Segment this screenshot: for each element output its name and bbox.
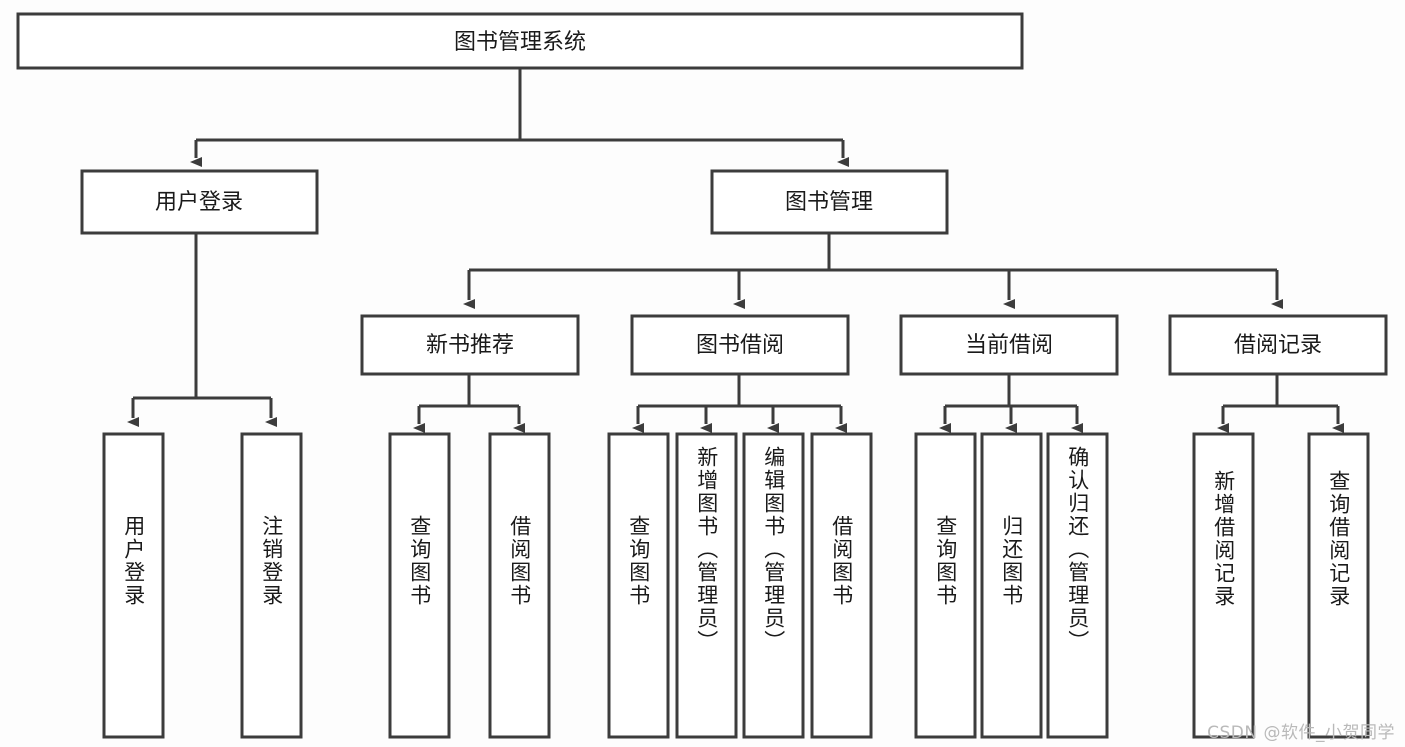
leaf-label-borrow-add: 新增图书（管理员） xyxy=(694,446,719,653)
leaf-node-newbook-query[interactable] xyxy=(388,432,451,739)
node-root-label: 图书管理系统 xyxy=(454,30,586,55)
leaf-label-newbook-query: 查询图书 xyxy=(407,515,432,607)
leaf-node-borrow-edit[interactable] xyxy=(742,432,805,739)
leaf-label-record-add: 新增借阅记录 xyxy=(1211,470,1236,608)
node-borrow-record[interactable]: 借阅记录 xyxy=(1168,314,1388,376)
leaf-label-current-confirm: 确认归还（管理员） xyxy=(1065,446,1090,653)
node-book-management[interactable]: 图书管理 xyxy=(710,169,949,235)
leaf-node-current-query[interactable] xyxy=(914,432,977,739)
leaf-label-current-query: 查询图书 xyxy=(933,515,958,607)
leaf-node-record-query[interactable] xyxy=(1307,432,1370,739)
node-user-login[interactable]: 用户登录 xyxy=(80,169,319,235)
leaf-node-borrow-borrow[interactable] xyxy=(810,432,873,739)
node-current-borrow-label: 当前借阅 xyxy=(965,333,1053,358)
leaf-node-record-add[interactable] xyxy=(1192,432,1255,739)
leaf-label-borrow-edit: 编辑图书（管理员） xyxy=(761,446,786,653)
node-root[interactable]: 图书管理系统 xyxy=(16,12,1024,70)
node-book-borrow[interactable]: 图书借阅 xyxy=(630,314,850,376)
connector-bookmgmt-to-level3 xyxy=(463,233,1283,309)
leaf-node-borrow-query[interactable] xyxy=(607,432,670,739)
leaf-label-borrow-query: 查询图书 xyxy=(626,515,651,607)
leaf-node-user-login-logout[interactable] xyxy=(240,432,303,739)
leaf-label-borrow-borrow: 借阅图书 xyxy=(829,515,854,607)
leaf-node-current-return[interactable] xyxy=(980,432,1043,739)
leaf-label-user-login-login: 用户登录 xyxy=(121,515,146,607)
node-user-login-label: 用户登录 xyxy=(155,190,243,215)
node-new-book-recommend[interactable]: 新书推荐 xyxy=(360,314,580,376)
node-new-book-recommend-label: 新书推荐 xyxy=(426,333,514,358)
connector-current-to-leaves xyxy=(939,374,1083,433)
leaf-node-current-confirm[interactable] xyxy=(1046,432,1109,739)
leaf-label-current-return: 归还图书 xyxy=(999,515,1024,607)
leaf-label-record-query: 查询借阅记录 xyxy=(1326,470,1351,608)
leaf-node-user-login-login[interactable] xyxy=(102,432,165,739)
connector-borrow-to-leaves xyxy=(632,374,847,433)
connector-userlogin-to-leaves xyxy=(127,233,277,427)
connector-newbook-to-leaves xyxy=(413,374,525,433)
node-book-borrow-label: 图书借阅 xyxy=(696,333,784,358)
node-current-borrow[interactable]: 当前借阅 xyxy=(899,314,1119,376)
leaf-node-borrow-add[interactable] xyxy=(675,432,738,739)
connector-record-to-leaves xyxy=(1217,374,1344,433)
leaf-label-user-login-logout: 注销登录 xyxy=(259,515,284,607)
leaf-node-newbook-borrow[interactable] xyxy=(488,432,551,739)
node-book-management-label: 图书管理 xyxy=(785,190,873,215)
node-borrow-record-label: 借阅记录 xyxy=(1234,333,1322,358)
connector-root-to-level2 xyxy=(190,68,849,167)
leaf-label-newbook-borrow: 借阅图书 xyxy=(507,515,532,607)
